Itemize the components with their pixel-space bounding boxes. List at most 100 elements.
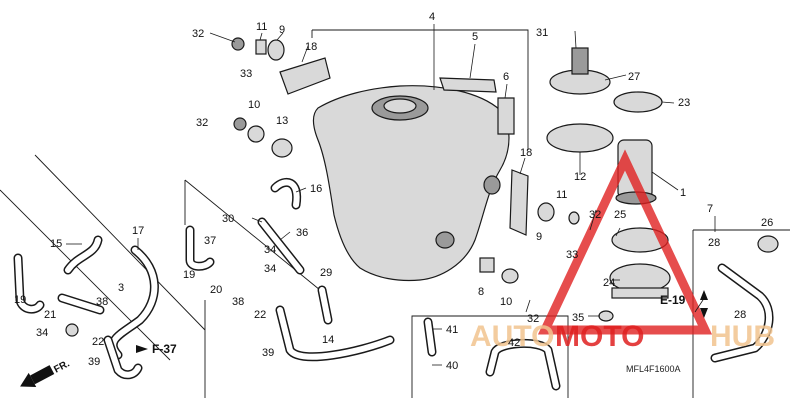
hose-16-inner bbox=[272, 179, 300, 208]
rubber-10b bbox=[501, 268, 519, 284]
pump-gasket-23 bbox=[613, 91, 663, 113]
callout-22-mid: 22 bbox=[254, 309, 266, 321]
grommet-26 bbox=[757, 235, 779, 253]
collar-11 bbox=[255, 39, 267, 55]
callout-19-mid: 19 bbox=[183, 269, 195, 281]
reference-f37: F-37 bbox=[152, 342, 177, 356]
frame-line bbox=[0, 189, 171, 361]
front-label: FR. bbox=[52, 358, 72, 375]
callout-39-left: 39 bbox=[88, 356, 100, 368]
callout-16: 16 bbox=[310, 183, 322, 195]
hose-39b-inner bbox=[105, 337, 141, 378]
callout-12: 12 bbox=[574, 171, 586, 183]
watermark-triangle bbox=[537, 149, 713, 335]
callout-11-lower: 11 bbox=[556, 189, 567, 201]
callout-23: 23 bbox=[678, 97, 690, 109]
hose-14-inner bbox=[319, 287, 331, 323]
callout-13: 13 bbox=[276, 115, 288, 127]
callout-27: 27 bbox=[628, 71, 640, 83]
callout-19-left: 19 bbox=[14, 294, 26, 306]
collar-8 bbox=[479, 257, 495, 273]
arrow-e19-icon bbox=[700, 290, 708, 300]
arrow-f37-icon bbox=[136, 345, 148, 353]
fuel-tank bbox=[312, 85, 510, 282]
part-callouts: 1 3 4 5 6 7 8 9 9 10 10 11 11 12 13 14 1… bbox=[14, 11, 773, 372]
callout-28-mid: 28 bbox=[734, 309, 746, 321]
callout-4: 4 bbox=[429, 11, 435, 23]
callout-32-upper: 32 bbox=[192, 28, 204, 40]
rubber-9 bbox=[267, 39, 285, 61]
pump-setting-plate-12 bbox=[546, 123, 614, 153]
watermark-text-auto: AUTO bbox=[470, 320, 554, 353]
callout-3: 3 bbox=[118, 282, 124, 294]
callout-18-lower: 18 bbox=[520, 147, 532, 159]
callout-6: 6 bbox=[503, 71, 509, 83]
frame-line bbox=[411, 315, 569, 398]
callout-9-lower: 9 bbox=[536, 231, 542, 243]
callout-41: 41 bbox=[446, 324, 458, 336]
callout-31: 31 bbox=[536, 27, 548, 39]
reference-e19: E-19 bbox=[660, 293, 686, 307]
watermark-text-moto: MOTO bbox=[555, 320, 644, 353]
arrow-e19-down-icon bbox=[700, 308, 708, 318]
callout-35: 35 bbox=[572, 312, 584, 324]
callout-40: 40 bbox=[446, 360, 458, 372]
callout-14: 14 bbox=[322, 334, 334, 346]
callout-37: 37 bbox=[204, 235, 216, 247]
hose-15-inner bbox=[65, 237, 101, 273]
rubber-9b bbox=[537, 202, 555, 222]
callout-10-lower: 10 bbox=[500, 296, 512, 308]
callout-24: 24 bbox=[603, 277, 615, 289]
callout-25: 25 bbox=[614, 209, 626, 221]
callout-34-right: 34 bbox=[264, 263, 276, 275]
callout-34-mid: 34 bbox=[264, 244, 276, 256]
bolt-32 bbox=[231, 37, 245, 51]
fuel-tank-cap-inner bbox=[383, 98, 417, 114]
callout-17: 17 bbox=[132, 225, 144, 237]
callout-33-lower: 33 bbox=[566, 249, 578, 261]
tank-pad bbox=[439, 77, 497, 93]
hose-39 bbox=[275, 305, 395, 362]
tank-pad bbox=[497, 97, 515, 135]
fuel-pump-connector bbox=[571, 47, 589, 75]
hose-17-inner bbox=[110, 247, 158, 358]
callout-20: 20 bbox=[210, 284, 222, 296]
watermark-text-hub: HUB bbox=[710, 320, 775, 353]
bolt-32 bbox=[233, 117, 247, 131]
callout-42: 42 bbox=[508, 337, 520, 349]
callout-32-right: 32 bbox=[589, 209, 601, 221]
callout-9-upper: 9 bbox=[279, 24, 285, 36]
tank-pad bbox=[509, 169, 529, 236]
hose-36-inner bbox=[259, 219, 303, 273]
callout-1: 1 bbox=[680, 187, 686, 199]
hose-19b-inner bbox=[15, 255, 43, 313]
hose-39-inner bbox=[277, 307, 393, 360]
hose-41-inner bbox=[425, 319, 435, 355]
hose-42-inner bbox=[487, 340, 559, 389]
washer-33 bbox=[568, 211, 580, 225]
callout-5: 5 bbox=[472, 31, 478, 43]
callout-38-mid: 38 bbox=[232, 296, 244, 308]
callout-39-mid: 39 bbox=[262, 347, 274, 359]
pump-packing-25 bbox=[611, 227, 669, 253]
callout-7: 7 bbox=[707, 203, 713, 215]
clamp-10 bbox=[247, 125, 265, 143]
grommet-34 bbox=[65, 323, 79, 337]
callout-26: 26 bbox=[761, 217, 773, 229]
hose-28-inner bbox=[712, 265, 773, 361]
leader-lines bbox=[66, 24, 716, 366]
front-direction-indicator: FR. bbox=[20, 358, 72, 387]
callout-32-lower: 32 bbox=[527, 313, 539, 325]
callout-29: 29 bbox=[320, 267, 332, 279]
callout-36: 36 bbox=[296, 227, 308, 239]
tank-mount-boss bbox=[435, 231, 455, 249]
callout-30: 30 bbox=[222, 213, 234, 225]
rubber-13 bbox=[271, 138, 293, 158]
tank-mount-boss bbox=[483, 175, 501, 195]
callout-22-left: 22 bbox=[92, 336, 104, 348]
pump-base-plate bbox=[611, 287, 669, 299]
callout-32-mid: 32 bbox=[196, 117, 208, 129]
diagram-code: MFL4F1600A bbox=[626, 364, 681, 374]
hose-19-inner bbox=[187, 227, 213, 270]
